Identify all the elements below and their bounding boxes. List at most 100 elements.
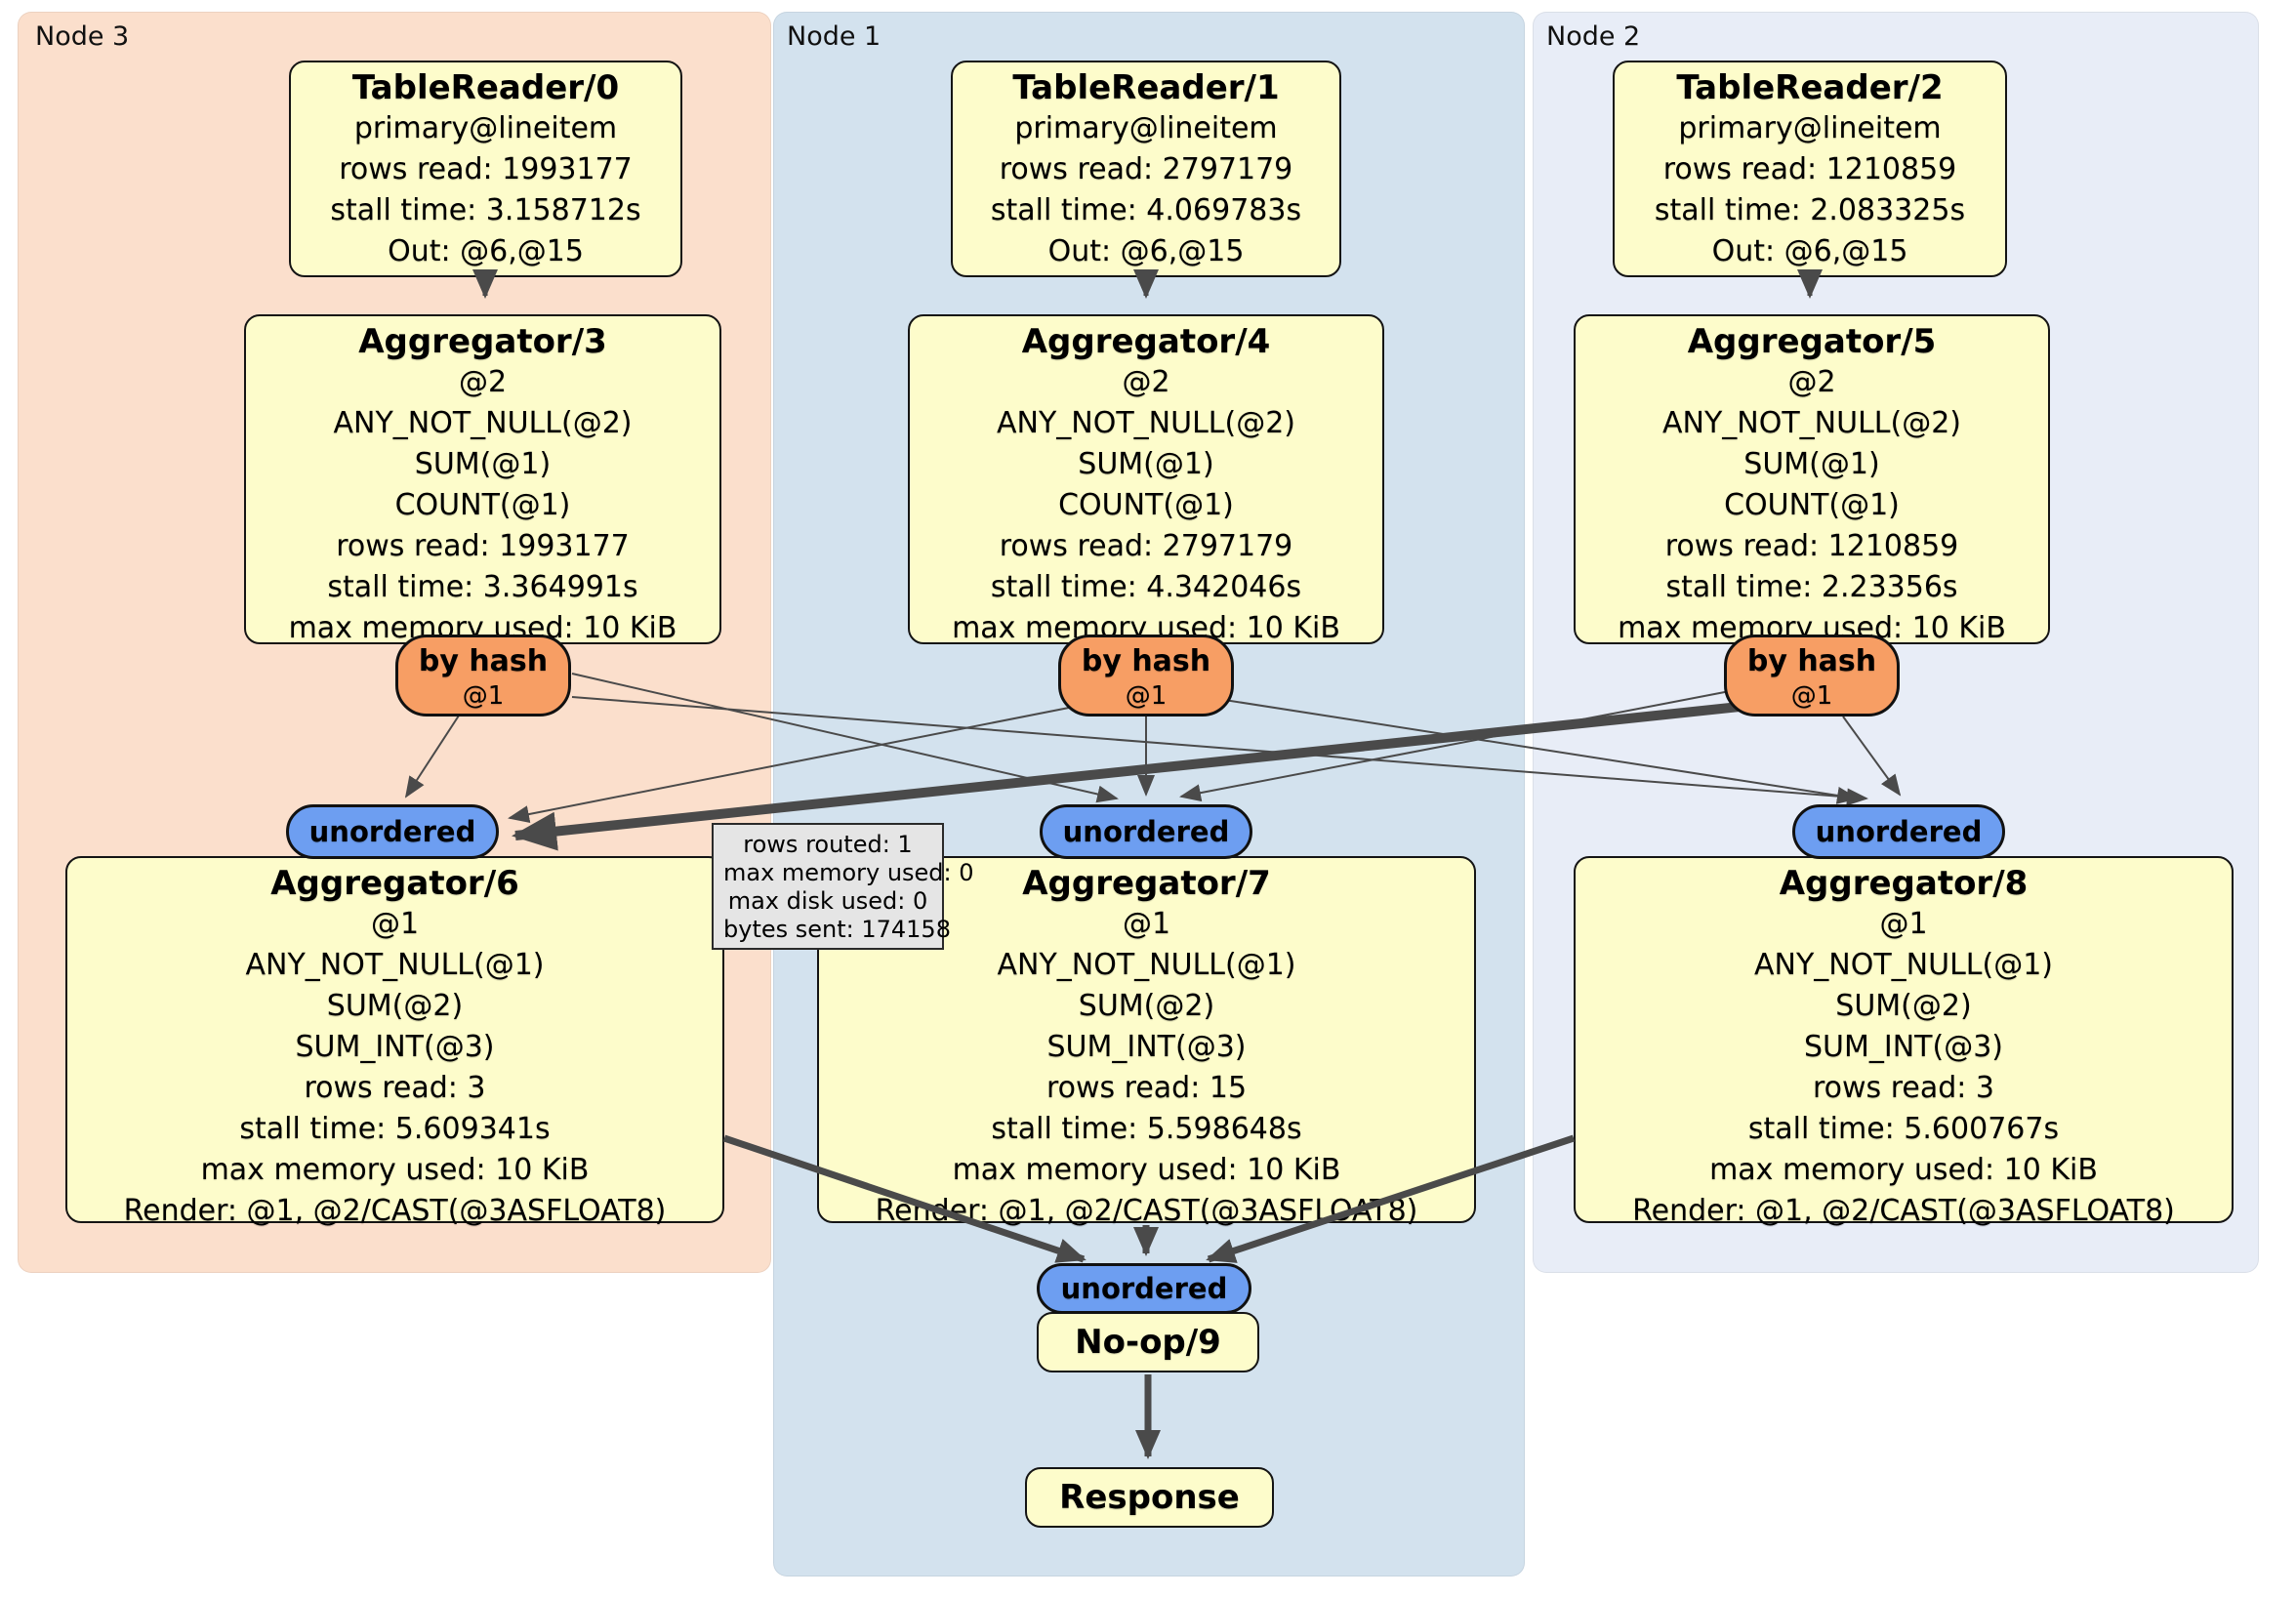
sync-unordered-node2: unordered	[1792, 804, 2005, 859]
box-line: @2	[458, 365, 508, 399]
box-line: SUM(@1)	[1743, 447, 1880, 481]
box-line: bytes sent: 174158	[723, 916, 951, 943]
tablereader-2-lines: primary@lineitem rows read: 1210859 stall …	[1615, 108, 2005, 272]
box-line: SUM(@1)	[414, 447, 552, 481]
aggregator-3-title: Aggregator/3	[358, 322, 607, 361]
box-line: @2	[1122, 365, 1170, 399]
panel-label-node-2: Node 2	[1546, 21, 1641, 52]
sync-unordered-node3: unordered	[286, 804, 499, 859]
router-label: by hash	[1081, 644, 1211, 678]
box-line: SUM_INT(@3)	[1046, 1030, 1247, 1064]
box-line: Out: @6,@15	[1711, 234, 1908, 268]
box-line: max memory used: 10 KiB	[1709, 1153, 2098, 1187]
box-line: rows read: 1210859	[1662, 152, 1957, 186]
box-line: ANY_NOT_NULL(@2)	[1662, 406, 1961, 440]
box-line: stall time: 3.364991s	[327, 570, 638, 604]
box-line: rows read: 15	[1046, 1071, 1248, 1105]
tablereader-0-title: TableReader/0	[351, 68, 620, 107]
box-line: Render: @1, @2/CAST(@3ASFLOAT8)	[1632, 1194, 2175, 1228]
aggregator-8-title: Aggregator/8	[1779, 864, 2029, 903]
tablereader-2-box: TableReader/2 primary@lineitem rows read:…	[1613, 61, 2007, 277]
router-by-hash-node2[interactable]: by hash @1	[1724, 635, 1900, 717]
box-line: Render: @1, @2/CAST(@3ASFLOAT8)	[875, 1194, 1418, 1228]
router-label: by hash	[1746, 644, 1877, 678]
router-by-hash-node3[interactable]: by hash @1	[395, 635, 571, 717]
noop-9-title: No-op/9	[1075, 1323, 1221, 1362]
response-box: Response	[1025, 1467, 1274, 1528]
box-line: rows read: 3	[1812, 1071, 1995, 1105]
box-line: rows read: 1993177	[336, 529, 630, 563]
box-line: @1	[1122, 907, 1171, 941]
box-line: stall time: 2.23356s	[1665, 570, 1958, 604]
panel-label-node-3: Node 3	[35, 21, 130, 52]
box-line: primary@lineitem	[1678, 111, 1942, 145]
box-line: SUM(@2)	[326, 989, 464, 1023]
box-line: ANY_NOT_NULL(@1)	[997, 948, 1296, 982]
box-line: SUM(@2)	[1078, 989, 1215, 1023]
sync-label: unordered	[1060, 1272, 1228, 1305]
box-line: Out: @6,@15	[1047, 234, 1245, 268]
box-line: SUM_INT(@3)	[295, 1030, 495, 1064]
box-line: rows read: 2797179	[999, 152, 1293, 186]
box-line: @2	[1787, 365, 1836, 399]
box-line: rows read: 1210859	[1664, 529, 1959, 563]
tablereader-2-title: TableReader/2	[1676, 68, 1944, 107]
box-line: SUM(@2)	[1835, 989, 1972, 1023]
box-line: stall time: 2.083325s	[1654, 193, 1966, 227]
router-sub: @1	[1790, 681, 1833, 711]
box-line: max disk used: 0	[727, 887, 928, 915]
box-line: primary@lineitem	[353, 111, 618, 145]
box-line: max memory used: 10 KiB	[200, 1153, 590, 1187]
box-line: primary@lineitem	[1014, 111, 1278, 145]
aggregator-5-title: Aggregator/5	[1687, 322, 1937, 361]
response-title: Response	[1059, 1478, 1240, 1517]
noop-9-box: No-op/9	[1037, 1312, 1259, 1372]
router-sub: @1	[462, 681, 505, 711]
tablereader-1-box: TableReader/1 primary@lineitem rows read:…	[951, 61, 1341, 277]
sync-label: unordered	[308, 815, 476, 848]
box-line: stall time: 5.600767s	[1747, 1112, 2060, 1146]
box-line: ANY_NOT_NULL(@2)	[333, 406, 633, 440]
aggregator-4-title: Aggregator/4	[1021, 322, 1271, 361]
box-line: SUM(@1)	[1078, 447, 1214, 481]
box-line: @1	[370, 907, 420, 941]
box-line: stall time: 5.609341s	[239, 1112, 551, 1146]
box-line: stall time: 4.342046s	[990, 570, 1302, 604]
aggregator-7-title: Aggregator/7	[1022, 864, 1271, 903]
box-line: rows read: 2797179	[999, 529, 1293, 563]
tablereader-1-title: TableReader/1	[1012, 68, 1280, 107]
box-line: ANY_NOT_NULL(@1)	[245, 948, 545, 982]
aggregator-6-title: Aggregator/6	[270, 864, 519, 903]
box-line: COUNT(@1)	[1058, 488, 1234, 522]
router-label: by hash	[418, 644, 549, 678]
box-line: SUM_INT(@3)	[1804, 1030, 2003, 1064]
sync-unordered-node1: unordered	[1040, 804, 1252, 859]
box-line: COUNT(@1)	[1724, 488, 1900, 522]
box-line: stall time: 5.598648s	[991, 1112, 1302, 1146]
router-by-hash-node1[interactable]: by hash @1	[1058, 635, 1234, 717]
box-line: stall time: 4.069783s	[990, 193, 1302, 227]
box-line: @1	[1879, 907, 1928, 941]
sync-label: unordered	[1815, 815, 1983, 848]
sync-unordered-final: unordered	[1037, 1263, 1251, 1314]
box-line: Out: @6,@15	[388, 234, 584, 268]
box-line: ANY_NOT_NULL(@1)	[1754, 948, 2053, 982]
tablereader-1-lines: primary@lineitem rows read: 2797179 stall …	[953, 108, 1339, 272]
box-line: rows read: 3	[304, 1071, 486, 1105]
box-line: max memory used: 0	[723, 859, 974, 886]
